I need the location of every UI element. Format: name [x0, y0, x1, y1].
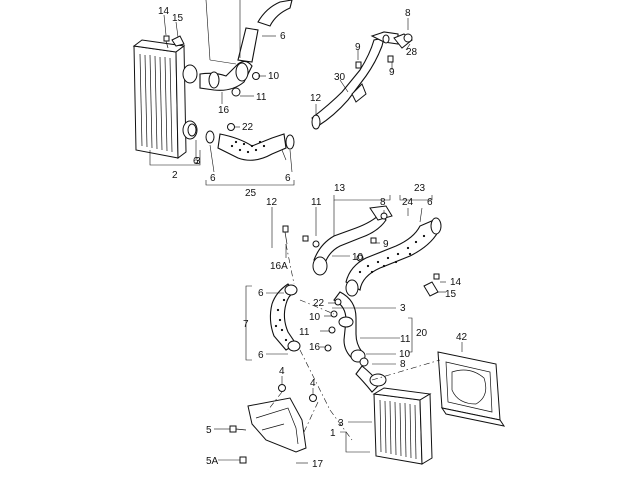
callout-16A: 16A [270, 261, 288, 272]
callout-22-bottom: 22 [313, 298, 325, 309]
callout-6-top-c: 6 [210, 173, 216, 184]
callout-11-bottom-c: 11 [400, 334, 411, 345]
bolt-14-top [163, 35, 185, 49]
hose-23 [345, 217, 442, 297]
assembly-centerlines [267, 243, 441, 441]
intercooler-core-top [132, 39, 198, 159]
callout-14-bottom: 14 [450, 277, 462, 288]
callout-28-top: 28 [406, 47, 418, 58]
callout-10-top: 10 [268, 71, 280, 82]
callout-9-top-a: 9 [355, 42, 361, 53]
callout-labels: 14 15 6 10 16 11 22 8 9 28 9 30 12 6 6 3… [158, 6, 468, 470]
fan-shroud-42 [437, 351, 506, 427]
callout-14-top: 14 [158, 6, 170, 17]
pipe-20 [333, 291, 387, 393]
callout-16-bottom: 16 [309, 342, 321, 353]
callout-13: 13 [334, 183, 346, 194]
bolt-9-top [355, 55, 394, 69]
callout-3-bottom-a: 3 [400, 303, 406, 314]
hose-13 [312, 205, 393, 276]
hose-25 [187, 123, 295, 161]
callout-12-bottom: 12 [266, 197, 278, 208]
callout-2-top: 2 [172, 170, 178, 181]
callout-11-bottom-a: 11 [311, 197, 322, 208]
callout-5A: 5A [206, 456, 219, 467]
pipe-elbow-top [199, 0, 293, 131]
callout-4-bottom-a: 4 [279, 366, 285, 377]
callout-6-bottom-c: 6 [258, 350, 264, 361]
callout-11-bottom-b: 11 [299, 327, 310, 338]
callout-10-bottom-b: 10 [309, 312, 321, 323]
top-leader-lines [149, 0, 411, 186]
callout-6-top-d: 6 [285, 173, 291, 184]
callout-15-bottom: 15 [445, 289, 457, 300]
callout-6-top-b: 6 [193, 156, 199, 167]
callout-6-top-a: 6 [280, 31, 286, 42]
callout-16-top: 16 [218, 105, 230, 116]
callout-24: 24 [402, 197, 414, 208]
callout-6-bottom-b: 6 [258, 288, 264, 299]
callout-8-bottom-a: 8 [380, 197, 386, 208]
callout-5: 5 [206, 425, 212, 436]
callout-8-top: 8 [405, 8, 411, 19]
callout-8-bottom-b: 8 [400, 359, 406, 370]
callout-10-bottom-a: 10 [352, 252, 364, 263]
callout-42: 42 [456, 332, 468, 343]
intercooler-core-bottom [372, 387, 433, 465]
callout-1: 1 [330, 428, 336, 439]
callout-10-bottom-c: 10 [399, 349, 411, 360]
callout-9-top-b: 9 [389, 67, 395, 78]
callout-9-bottom: 9 [383, 239, 389, 250]
callout-23: 23 [414, 183, 426, 194]
callout-20: 20 [416, 328, 428, 339]
callout-4-bottom-b: 4 [310, 378, 316, 389]
callout-25-top: 25 [245, 188, 257, 199]
callout-3-top: 3 [195, 156, 201, 167]
callout-22-top: 22 [242, 122, 254, 133]
bottom-leader-lines [214, 195, 463, 464]
callout-7: 7 [243, 319, 249, 330]
bracket-28 [393, 33, 413, 49]
callout-15-top: 15 [172, 13, 184, 24]
callout-6-bottom-a: 6 [427, 197, 433, 208]
callout-11-top: 11 [256, 92, 267, 103]
callout-17: 17 [312, 459, 324, 470]
hose-7 [269, 283, 301, 352]
callout-30-top: 30 [334, 72, 346, 83]
callout-3-bottom-b: 3 [338, 418, 344, 429]
air-guide-17 [247, 397, 307, 453]
callout-12-top: 12 [310, 93, 322, 104]
